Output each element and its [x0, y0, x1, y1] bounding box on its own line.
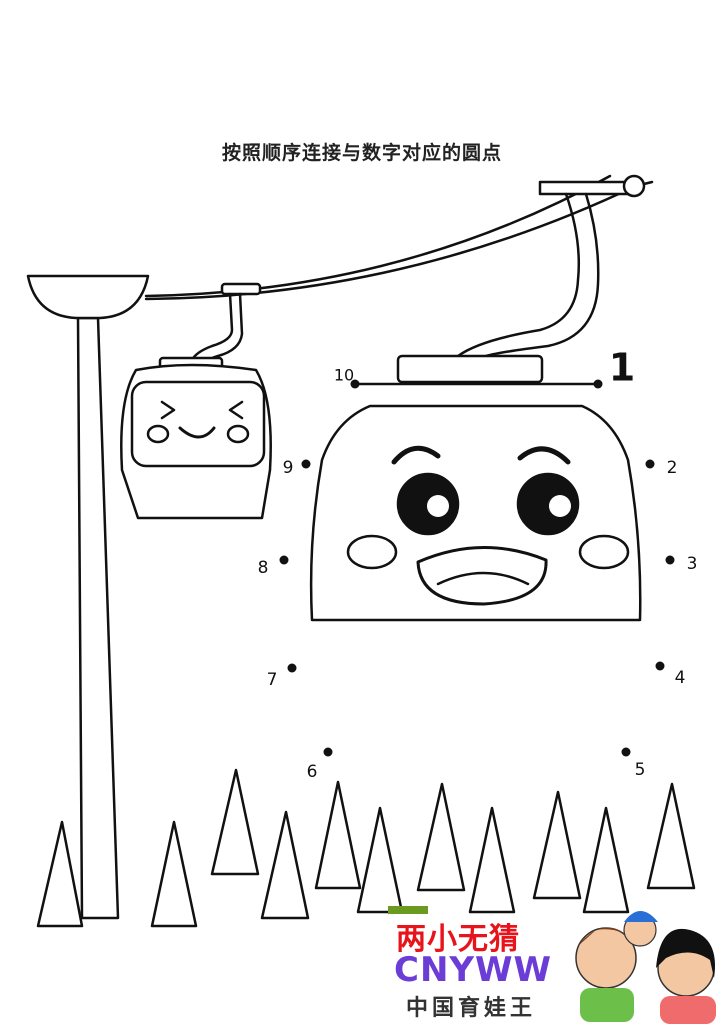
numbered-dots: 1 2 3 4 5 6 7 8 9 10	[258, 346, 698, 783]
tree	[260, 810, 310, 920]
dot-label-4: 4	[675, 668, 686, 688]
tree	[356, 806, 404, 914]
dot-8	[279, 555, 289, 565]
watermark-accent-bar	[388, 906, 428, 914]
tree	[468, 806, 516, 914]
watermark-line2: CNYWW	[394, 950, 553, 990]
tree	[582, 806, 630, 914]
dot-10	[350, 379, 360, 389]
dot-label-7: 7	[267, 670, 278, 690]
cable-anchor-knob	[622, 174, 646, 198]
dot-9	[301, 459, 311, 469]
watermark-line1: 两小无猜	[396, 922, 520, 957]
tower-pole	[76, 316, 120, 920]
dot-label-2: 2	[667, 458, 678, 478]
tree	[646, 782, 696, 890]
dot-5	[621, 747, 631, 757]
dot-label-10: 10	[334, 366, 354, 385]
tree	[36, 820, 84, 928]
tree	[150, 820, 198, 928]
tree	[416, 782, 466, 892]
cable-wire	[144, 174, 612, 298]
dot-label-5: 5	[635, 760, 646, 780]
dot-label-3: 3	[687, 554, 698, 574]
tree	[210, 768, 260, 876]
dot-4	[655, 661, 665, 671]
dot-label-8: 8	[258, 558, 269, 578]
dot-3	[665, 555, 675, 565]
dot-6	[323, 747, 333, 757]
small-gondola-window	[130, 380, 266, 468]
tree	[314, 780, 362, 890]
dot-label-6: 6	[307, 762, 318, 782]
cable-anchor-bar	[538, 180, 634, 196]
dot-1	[593, 379, 603, 389]
dot-2	[645, 459, 655, 469]
dot-label-9: 9	[283, 458, 294, 478]
watermark-line3: 中国育娃王	[406, 996, 537, 1021]
dot-7	[287, 663, 297, 673]
tower-top-bowl	[26, 274, 150, 320]
dot-label-1: 1	[609, 346, 635, 390]
watermark-mascots	[575, 911, 716, 1024]
big-gondola-mouth	[416, 546, 548, 606]
page-title: 按照顺序连接与数字对应的圆点	[221, 142, 502, 164]
tree	[532, 790, 582, 900]
